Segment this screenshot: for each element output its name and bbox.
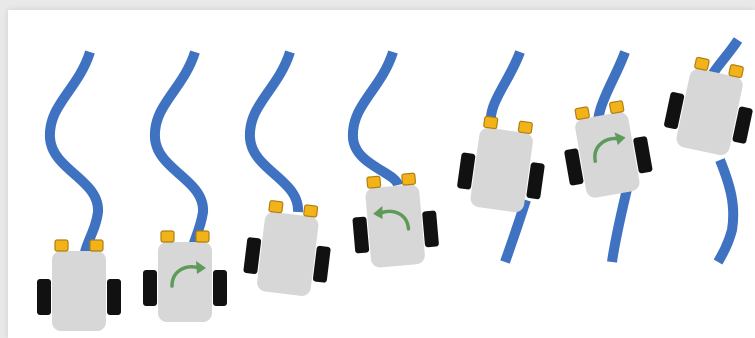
sensor-right <box>196 231 209 242</box>
sensor-left <box>161 231 174 242</box>
wheel-left <box>352 216 369 253</box>
robot <box>455 114 551 216</box>
sensor-left <box>269 200 283 213</box>
robot <box>349 172 441 270</box>
frame-6-turn-right <box>557 52 656 262</box>
robot-body <box>675 67 744 156</box>
robot <box>660 53 755 159</box>
robot-body <box>52 251 106 331</box>
sensor-left <box>484 116 498 129</box>
sensor-right <box>518 121 532 134</box>
robot-body <box>365 184 426 268</box>
frame-5-straight <box>455 52 551 262</box>
sensor-left <box>694 57 709 70</box>
frame-2-turn-right <box>143 52 227 322</box>
robot-body <box>469 127 534 214</box>
wheel-right <box>213 270 227 306</box>
frame-7-straight <box>660 40 755 262</box>
wheel-left <box>37 279 51 315</box>
frame-4-turn-left <box>349 52 441 270</box>
sensor-right <box>304 205 318 218</box>
track-line <box>50 52 98 252</box>
wheel-left <box>243 237 261 274</box>
track-line <box>155 52 203 246</box>
wheel-left <box>143 270 157 306</box>
sensor-right <box>729 64 744 77</box>
sensor-right <box>402 173 416 185</box>
wheel-right <box>313 245 331 282</box>
wheel-right <box>107 279 121 315</box>
sensor-right <box>609 101 624 114</box>
robot <box>37 240 121 331</box>
sensor-left <box>367 176 381 188</box>
sensor-left <box>55 240 68 251</box>
sensor-left <box>575 107 590 120</box>
robot-body <box>158 242 212 322</box>
robot <box>241 198 335 299</box>
track-line <box>250 52 298 212</box>
frame-3-straight <box>241 52 335 299</box>
wheel-right <box>422 210 439 247</box>
robot <box>557 97 656 201</box>
track-line <box>353 52 398 185</box>
frame-1-straight <box>37 52 121 331</box>
robot <box>143 231 227 322</box>
sensor-right <box>90 240 103 251</box>
robot-body <box>256 211 319 297</box>
robot-body <box>574 111 641 199</box>
